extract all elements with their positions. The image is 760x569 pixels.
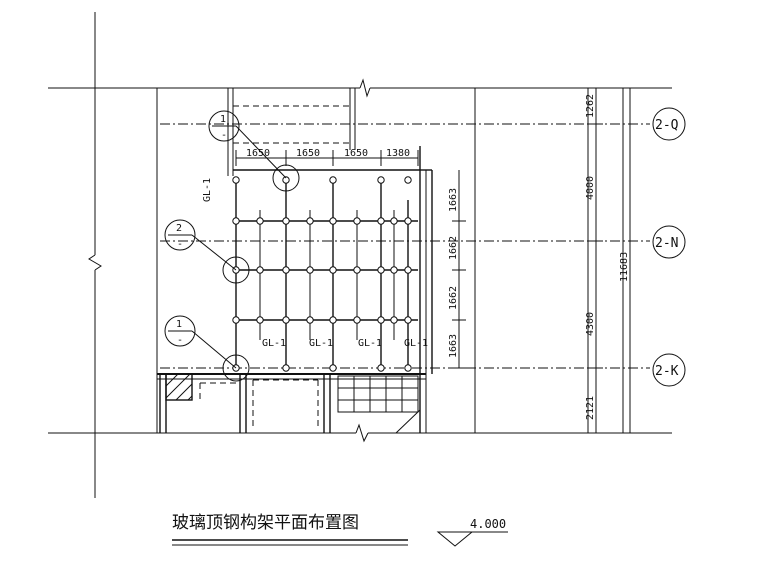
joint-marker <box>329 266 337 274</box>
top-dim-label: 1650 <box>246 148 270 159</box>
detail-callout-circle <box>164 219 196 251</box>
joint-marker <box>329 217 337 225</box>
outer-dim-label: 2121 <box>585 396 596 420</box>
joint-marker <box>390 266 398 274</box>
joint-marker <box>329 176 337 184</box>
column-hatch <box>165 373 193 401</box>
detail-callout-circle <box>164 315 196 347</box>
joint-marker <box>377 316 385 324</box>
joint-marker <box>353 316 361 324</box>
detail-callout-number: 1 <box>176 319 182 330</box>
joint-marker <box>256 266 264 274</box>
leader-line <box>191 234 237 271</box>
leader-line <box>191 330 237 369</box>
joint-markers <box>232 176 412 372</box>
joint-marker <box>404 176 412 184</box>
beam-label: GL-1 <box>358 338 382 349</box>
outer-dim-label: 1262 <box>585 94 596 118</box>
joint-marker <box>390 217 398 225</box>
axis-bubble <box>652 353 686 387</box>
stair-grid <box>337 375 419 413</box>
inner-dim-label: 1663 <box>448 188 459 212</box>
outer-dim-label: 4000 <box>585 176 596 200</box>
joint-marker <box>377 364 385 372</box>
detail-callout-sub: - <box>177 335 183 346</box>
joint-marker <box>329 364 337 372</box>
elevation-value: 4.000 <box>470 517 506 531</box>
beam-label-vertical: GL-1 <box>202 178 213 202</box>
drawing-title: 玻璃顶钢构架平面布置图 <box>172 513 359 533</box>
joint-marker <box>282 364 290 372</box>
door-swing <box>395 409 421 434</box>
inner-dim-label: 1662 <box>448 286 459 310</box>
break-symbol-left <box>88 254 102 271</box>
leader-line <box>235 125 287 179</box>
axis-label: 2-N <box>655 236 678 251</box>
joint-marker <box>377 176 385 184</box>
detail-target-circle <box>222 354 250 382</box>
joint-marker <box>232 316 240 324</box>
axis-bubble <box>652 107 686 141</box>
joint-marker <box>353 266 361 274</box>
detail-callout-sub: - <box>177 239 183 250</box>
top-dim-label: 1650 <box>296 148 320 159</box>
joint-marker <box>306 316 314 324</box>
joint-marker <box>232 217 240 225</box>
axis-bubble <box>652 225 686 259</box>
beam-label: GL-1 <box>404 338 428 349</box>
joint-marker <box>390 316 398 324</box>
joint-marker <box>306 266 314 274</box>
detail-callout-number: 2 <box>176 223 182 234</box>
beam-label: GL-1 <box>309 338 333 349</box>
break-symbol-bottom <box>355 423 369 443</box>
joint-marker <box>377 266 385 274</box>
axis-label: 2-Q <box>655 118 679 133</box>
inner-dim-label: 1662 <box>448 236 459 260</box>
joint-marker <box>377 217 385 225</box>
top-dim-label: 1380 <box>386 148 410 159</box>
joint-marker <box>256 217 264 225</box>
detail-callout-sub: - <box>221 130 227 141</box>
joint-marker <box>282 176 290 184</box>
axis-label: 2-K <box>655 364 679 379</box>
detail-callout-number: 1 <box>220 114 226 125</box>
joint-marker <box>282 316 290 324</box>
joint-marker <box>282 266 290 274</box>
detail-target-circle <box>222 256 250 284</box>
joint-marker <box>232 176 240 184</box>
joint-marker <box>256 316 264 324</box>
top-dim-label: 1650 <box>344 148 368 159</box>
joint-marker <box>282 217 290 225</box>
column <box>165 373 193 401</box>
joint-marker <box>404 217 412 225</box>
joint-marker <box>353 217 361 225</box>
detail-callout-circle <box>208 110 240 142</box>
outer-dim-label: 4300 <box>585 312 596 336</box>
break-symbol-top <box>359 78 371 98</box>
total-dim-label: 11683 <box>619 252 630 282</box>
joint-marker <box>404 364 412 372</box>
elevation-triangle <box>436 531 474 547</box>
inner-dim-label: 1663 <box>448 334 459 358</box>
beam-label: GL-1 <box>262 338 286 349</box>
joint-marker <box>404 316 412 324</box>
joint-marker <box>329 316 337 324</box>
joint-marker <box>306 217 314 225</box>
joint-marker <box>404 266 412 274</box>
